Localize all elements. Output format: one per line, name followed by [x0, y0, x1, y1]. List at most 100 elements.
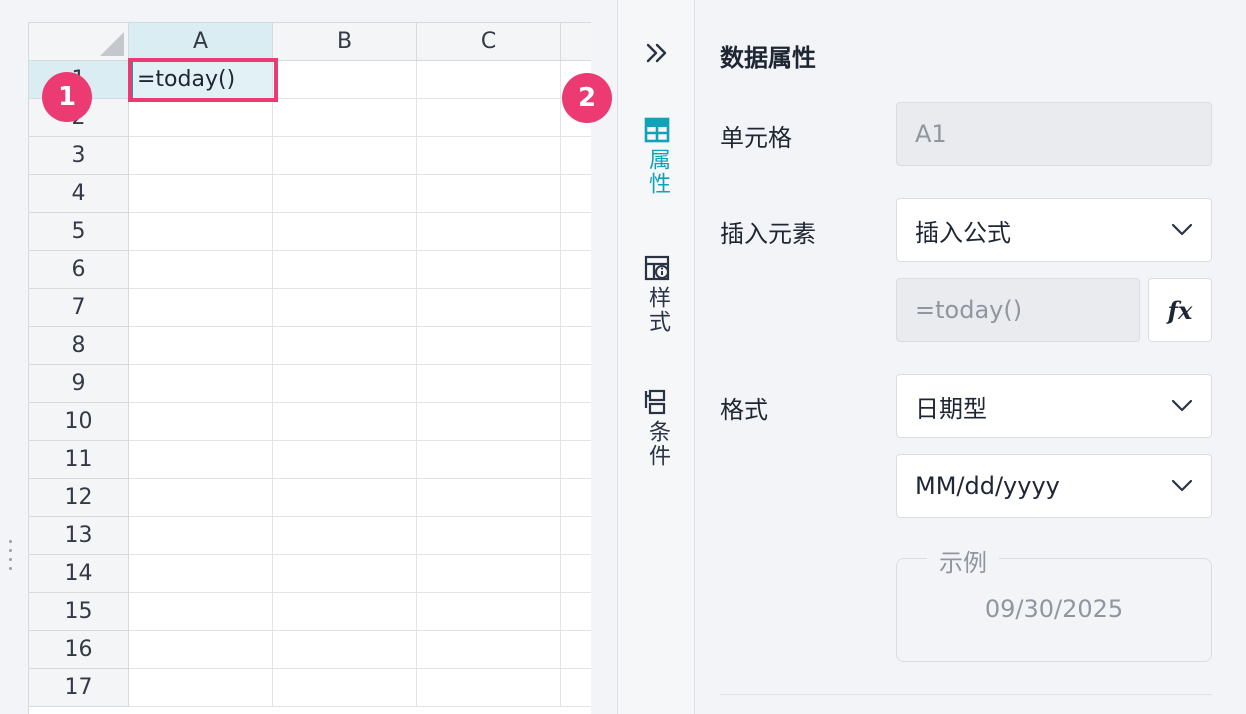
table-cell[interactable] — [417, 175, 561, 213]
table-cell[interactable] — [273, 251, 417, 289]
table-cell[interactable] — [273, 213, 417, 251]
table-cell[interactable] — [417, 517, 561, 555]
row-header-13[interactable]: 13 — [29, 517, 129, 555]
table-cell[interactable] — [561, 479, 591, 517]
table-cell[interactable] — [417, 441, 561, 479]
table-cell[interactable] — [561, 441, 591, 479]
table-cell[interactable] — [561, 365, 591, 403]
table-cell[interactable] — [417, 403, 561, 441]
table-cell[interactable] — [417, 479, 561, 517]
row-header-15[interactable]: 15 — [29, 593, 129, 631]
table-cell[interactable] — [273, 137, 417, 175]
table-cell[interactable] — [273, 593, 417, 631]
row-header-8[interactable]: 8 — [29, 327, 129, 365]
table-cell[interactable] — [273, 669, 417, 707]
table-cell[interactable] — [129, 99, 273, 137]
table-cell[interactable] — [417, 137, 561, 175]
table-cell[interactable] — [129, 555, 273, 593]
table-cell[interactable] — [129, 289, 273, 327]
table-cell[interactable] — [129, 327, 273, 365]
table-cell[interactable] — [273, 441, 417, 479]
table-cell[interactable] — [417, 289, 561, 327]
table-cell[interactable] — [273, 403, 417, 441]
splitter-handle-icon[interactable] — [8, 540, 12, 570]
column-header-a[interactable]: A — [129, 23, 273, 61]
table-cell[interactable] — [417, 365, 561, 403]
table-cell[interactable] — [273, 517, 417, 555]
table-cell[interactable] — [417, 593, 561, 631]
table-cell[interactable] — [561, 137, 591, 175]
row-header-3[interactable]: 3 — [29, 137, 129, 175]
row-header-12[interactable]: 12 — [29, 479, 129, 517]
table-cell[interactable] — [417, 631, 561, 669]
table-cell[interactable] — [561, 175, 591, 213]
table-cell[interactable] — [129, 403, 273, 441]
table-cell[interactable] — [561, 555, 591, 593]
table-cell[interactable] — [129, 631, 273, 669]
table-cell[interactable] — [273, 365, 417, 403]
cell-label: 单元格 — [720, 124, 792, 152]
table-cell[interactable] — [273, 479, 417, 517]
insert-element-select[interactable]: 插入公式 — [896, 198, 1212, 262]
table-cell[interactable] — [417, 669, 561, 707]
table-cell[interactable] — [273, 289, 417, 327]
tab-style[interactable]: 样式 — [618, 254, 696, 334]
row-header-14[interactable]: 14 — [29, 555, 129, 593]
table-cell[interactable] — [561, 669, 591, 707]
table-cell[interactable] — [561, 327, 591, 365]
table-cell[interactable] — [417, 99, 561, 137]
side-tab-bar: 属性 样式 条件 — [617, 0, 695, 714]
table-cell[interactable] — [273, 555, 417, 593]
tab-properties[interactable]: 属性 — [618, 116, 696, 196]
format-pattern-select[interactable]: MM/dd/yyyy — [896, 454, 1212, 518]
table-cell[interactable] — [273, 327, 417, 365]
row-header-16[interactable]: 16 — [29, 631, 129, 669]
row-header-17[interactable]: 17 — [29, 669, 129, 707]
table-cell[interactable] — [129, 365, 273, 403]
table-cell[interactable] — [417, 213, 561, 251]
table-cell[interactable] — [129, 593, 273, 631]
table-cell[interactable] — [129, 441, 273, 479]
row-header-7[interactable]: 7 — [29, 289, 129, 327]
column-header-d[interactable] — [561, 23, 591, 61]
row-header-11[interactable]: 11 — [29, 441, 129, 479]
table-cell[interactable] — [417, 251, 561, 289]
row-header-5[interactable]: 5 — [29, 213, 129, 251]
divider — [720, 694, 1212, 695]
table-cell[interactable] — [129, 479, 273, 517]
table-cell[interactable] — [129, 213, 273, 251]
table-cell[interactable] — [561, 517, 591, 555]
column-header-c[interactable]: C — [417, 23, 561, 61]
row-header-9[interactable]: 9 — [29, 365, 129, 403]
table-cell[interactable] — [561, 213, 591, 251]
table-cell[interactable] — [129, 251, 273, 289]
table-cell[interactable] — [561, 631, 591, 669]
table-cell[interactable] — [273, 61, 417, 99]
table-cell[interactable] — [129, 175, 273, 213]
table-cell[interactable] — [561, 251, 591, 289]
table-cell[interactable] — [561, 593, 591, 631]
spreadsheet[interactable]: A B C 1=today()234567891011121314151617 — [28, 22, 591, 714]
table-cell[interactable] — [129, 517, 273, 555]
row-header-10[interactable]: 10 — [29, 403, 129, 441]
table-cell[interactable] — [417, 61, 561, 99]
table-cell[interactable] — [273, 175, 417, 213]
tab-conditions[interactable]: 条件 — [618, 388, 696, 468]
table-cell[interactable] — [417, 555, 561, 593]
format-type-select[interactable]: 日期型 — [896, 374, 1212, 438]
table-cell[interactable] — [273, 99, 417, 137]
column-header-b[interactable]: B — [273, 23, 417, 61]
table-cell[interactable] — [129, 669, 273, 707]
table-cell[interactable]: =today() — [129, 61, 273, 99]
select-all-corner[interactable] — [29, 23, 129, 61]
table-cell[interactable] — [129, 137, 273, 175]
formula-field[interactable]: =today() — [896, 278, 1140, 342]
table-cell[interactable] — [561, 403, 591, 441]
row-header-6[interactable]: 6 — [29, 251, 129, 289]
table-cell[interactable] — [417, 327, 561, 365]
double-chevron-right-icon[interactable] — [640, 36, 674, 70]
table-cell[interactable] — [273, 631, 417, 669]
table-cell[interactable] — [561, 289, 591, 327]
row-header-4[interactable]: 4 — [29, 175, 129, 213]
fx-button[interactable]: fx — [1148, 278, 1212, 342]
